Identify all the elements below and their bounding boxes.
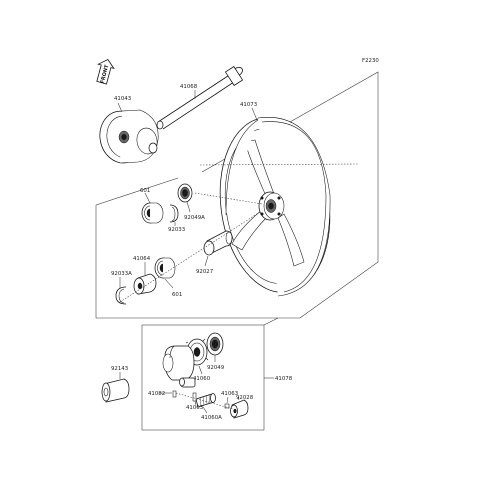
part-label-41063-right: 41063 [221,391,238,397]
part-label-92033: 92033 [168,227,185,233]
hub-insert [179,377,196,388]
leader-601-upper [144,192,151,204]
circlip-92033 [169,204,179,223]
spacer-92027 [203,230,233,256]
collar-41064 [133,273,157,295]
part-label-92027: 92027 [196,269,213,275]
part-label-41063-left: 41063 [186,405,203,411]
axle [156,66,244,130]
part-label-92143: 92143 [111,366,128,372]
axis-line-wheel [199,163,359,166]
bearing-upper [141,202,164,224]
part-label-92033A: 92033A [111,271,132,277]
part-label-41043: 41043 [114,96,131,102]
shaft-41060A [195,393,216,408]
part-label-41078: 41078 [275,376,293,382]
leader-601-lower [164,278,174,289]
brake-drum [99,109,159,164]
bearing-lower [154,257,176,279]
part-label-41060: 41060 [193,376,211,382]
leader-92027 [204,255,209,267]
part-label-92049: 92049 [207,365,225,371]
nut-92028 [230,399,249,419]
leader-41060 [198,365,203,375]
figure-code: F2230 [362,58,379,64]
pin-41082 [172,390,177,398]
wheel-outline [95,71,379,319]
part-label-92028: 92028 [236,395,254,401]
part-label-41060A: 41060A [201,415,222,421]
axis-line-upper [194,192,263,205]
axis-line-hub [175,392,234,410]
leader-41073 [251,107,258,121]
front-arrow-icon: FRONT [96,58,115,85]
leader-41060A [202,406,208,414]
hub-assembly-box [141,324,265,431]
leader-92049A [186,201,191,213]
hub-body [162,345,195,381]
leader-92028 [237,396,240,401]
leader-41063-right [226,396,229,404]
seal-92049 [206,332,224,356]
front-label: FRONT [100,64,111,85]
pin-41063-left [192,392,197,402]
leader-41063-left [194,400,197,406]
link-line-hub [263,317,279,326]
bushing-92143 [101,378,130,403]
part-label-601-lower: 601 [172,292,182,298]
part-label-601-upper: 601 [140,188,150,194]
part-label-41064: 41064 [133,256,151,262]
part-label-41068: 41068 [180,84,198,90]
part-label-41073: 41073 [240,102,257,108]
part-label-41082: 41082 [148,391,165,397]
seal-92049A [177,183,193,203]
part-label-92049A: 92049A [184,215,205,221]
leader-41043 [117,102,123,113]
pin-41063-right [224,403,230,409]
wheel-rim [219,117,331,297]
axis-line-lower [119,211,261,303]
